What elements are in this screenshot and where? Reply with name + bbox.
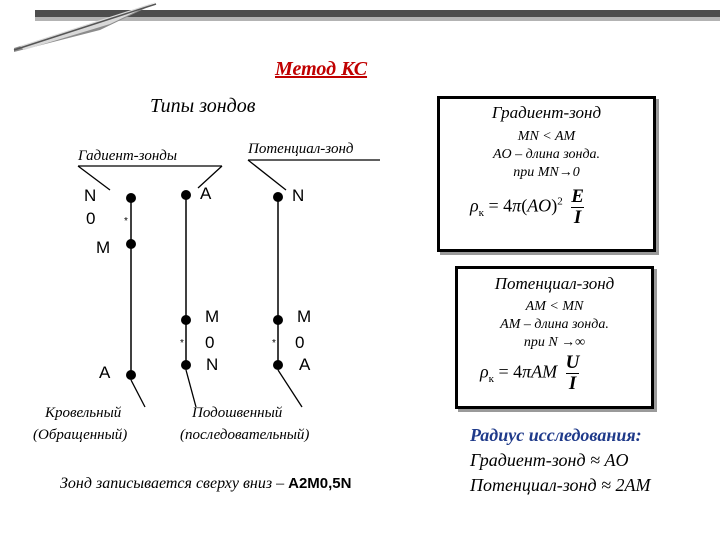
bottom-pointer-left [185,369,197,408]
probe3-midpoint-mark: * [272,338,276,349]
probe1-O-label: 0 [86,209,96,228]
probe3-N-label: N [292,186,305,205]
section-subtitle: Типы зондов [150,95,256,117]
potential-probe-box: Потенциал-зонд AM < MN AM – длина зонда.… [455,266,654,409]
probe2-N-dot [181,360,191,370]
probe2-A-label: A [200,184,212,203]
page-title: Метод КС [275,58,368,80]
probe3-M-label: M [297,307,312,326]
gradient-box-line2: AO – длина зонда. [492,147,601,162]
probe1-midpoint-mark: * [124,216,128,227]
bottom-caption-alt: (последовательный) [180,427,310,443]
potential-box-formula: ρк = 4πAM U I [480,352,580,394]
radius-gradient-line: Градиент-зонд ≈ AO [470,450,629,470]
gradient-probes-label: Гадиент-зонды [78,148,178,164]
potential-pointer [247,159,287,191]
radius-potential-line: Потенциал-зонд ≈ 2AM [470,475,651,495]
potential-box-line2: AM – длина зонда. [500,317,609,332]
roof-pointer [130,379,146,408]
potential-box-title: Потенциал-зонд [494,274,615,293]
probe1-M-label: M [96,238,111,257]
probe1-N-label: N [84,186,97,205]
probe2-midpoint-mark: * [180,338,184,349]
roof-caption: Кровельный [45,405,122,421]
bottom-caption: Подошвенный [192,405,283,421]
radius-title: Радиус исследования: [470,425,642,445]
header-rule [35,10,720,17]
probe2-N-label: N [206,355,219,374]
probe3-M-dot [273,315,283,325]
probe3-A-dot [273,360,283,370]
note-text: Зонд записывается сверху вниз – [60,475,289,492]
roof-caption-alt: (Обращенный) [33,427,128,443]
header-wedge-graphic [13,2,157,52]
potential-box-line3: при N →∞ [523,335,586,350]
potential-probe-label: Потенциал-зонд [248,141,354,157]
gradient-pointer-right [197,165,223,189]
probe2-A-dot [181,190,191,200]
probe1-N-dot [126,193,136,203]
gradient-probe-box: Градиент-зонд MN < AM AO – длина зонда. … [437,96,656,252]
probe3-N-dot [273,192,283,202]
note-code: A2M0,5N [288,475,352,492]
probe1-A-dot [126,370,136,380]
probe3-A-label: A [299,355,311,374]
gradient-box-line1: MN < AM [517,129,576,144]
probe2-M-label: M [205,307,220,326]
bottom-pointer-right [277,369,303,408]
probe-notation-note: Зонд записывается сверху вниз – A2M0,5N [60,475,351,493]
gradient-box-title: Градиент-зонд [491,103,602,122]
header-rule-shadow [35,17,720,21]
probe2-O-label: 0 [205,333,215,352]
probe2-M-dot [181,315,191,325]
probe1-M-dot [126,239,136,249]
gradient-box-line3: при MN→0 [513,165,580,180]
gradient-box-formula: ρк = 4π(AO)2 E I [470,186,584,228]
probe1-A-label: A [99,363,111,382]
gradient-pointer-left [77,165,111,191]
probe3-O-label: 0 [295,333,305,352]
potential-box-line1: AM < MN [525,299,584,314]
